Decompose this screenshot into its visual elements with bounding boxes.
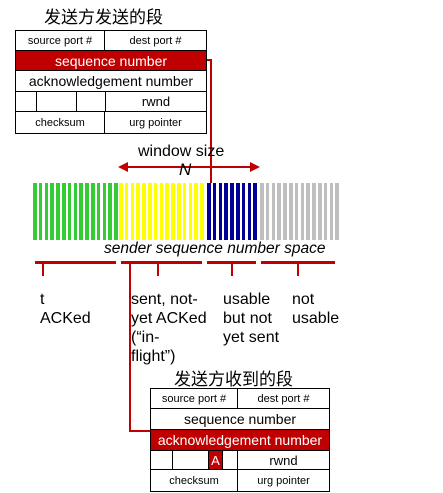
not-usable-bar bbox=[335, 183, 339, 240]
not-usable-bar bbox=[312, 183, 316, 240]
not-usable-bar bbox=[300, 183, 305, 240]
acknowledgement-number-cell: acknowledgement number bbox=[151, 430, 329, 451]
usable-bar bbox=[207, 183, 211, 240]
in-flight-bar bbox=[194, 183, 198, 240]
not-usable-underline bbox=[261, 261, 335, 264]
in-flight-bar bbox=[200, 183, 204, 240]
top-segment-header: source port # dest port # sequence numbe… bbox=[15, 30, 207, 134]
not-usable-bar bbox=[318, 183, 322, 240]
usable-tick bbox=[231, 264, 233, 276]
not-usable-bar bbox=[283, 183, 287, 240]
in-flight-bar bbox=[165, 183, 169, 240]
not-usable-bar bbox=[271, 183, 276, 240]
rwnd-cell: rwnd bbox=[106, 92, 206, 112]
acked-tick bbox=[42, 264, 44, 276]
in-flight-label: sent, not- yet ACKed (“in- flight”) bbox=[131, 291, 207, 365]
window-size-symbol: N bbox=[179, 160, 192, 179]
usable-bar bbox=[241, 183, 246, 240]
sequence-number-cell: sequence number bbox=[151, 409, 329, 430]
in-flight-bar bbox=[188, 183, 193, 240]
in-flight-bar bbox=[130, 183, 135, 240]
checksum-cell: checksum bbox=[16, 112, 105, 133]
not-usable-bar bbox=[260, 183, 264, 240]
window-arrow-left-head bbox=[118, 162, 128, 172]
ack-flag-cell: A bbox=[209, 451, 223, 470]
dest-port-cell: dest port # bbox=[238, 389, 329, 409]
checksum-cell: checksum bbox=[151, 470, 238, 491]
top-segment-title: 发送方发送的段 bbox=[44, 8, 163, 28]
not-usable-bar bbox=[323, 183, 328, 240]
acked-bar bbox=[73, 183, 78, 240]
in-flight-bar bbox=[171, 183, 175, 240]
urg-pointer-cell: urg pointer bbox=[129, 116, 182, 129]
in-flight-underline bbox=[121, 261, 202, 264]
acked-underline bbox=[35, 261, 116, 264]
usable-bar bbox=[212, 183, 217, 240]
not-usable-bar bbox=[306, 183, 310, 240]
sequence-number-cell: sequence number bbox=[16, 51, 206, 71]
usable-bar bbox=[236, 183, 240, 240]
not-usable-label: not usable bbox=[292, 291, 340, 327]
acked-bar bbox=[85, 183, 89, 240]
in-flight-bar bbox=[148, 183, 152, 240]
in-flight-bar bbox=[119, 183, 123, 240]
ack-to-window-line bbox=[129, 262, 150, 432]
usable-bar bbox=[224, 183, 228, 240]
source-port-cell: source port # bbox=[151, 389, 238, 409]
window-arrow-right-head bbox=[250, 162, 260, 172]
in-flight-bar bbox=[136, 183, 140, 240]
not-usable-bar bbox=[294, 183, 299, 240]
acked-bar bbox=[102, 183, 107, 240]
flag-cell bbox=[173, 451, 209, 470]
acked-bar bbox=[62, 183, 66, 240]
usable-bar bbox=[230, 183, 234, 240]
acked-bar bbox=[91, 183, 95, 240]
flag-cell bbox=[151, 451, 173, 470]
usable-bar bbox=[218, 183, 223, 240]
in-flight-tick bbox=[157, 264, 159, 276]
acked-bar bbox=[67, 183, 72, 240]
not-usable-bar bbox=[329, 183, 334, 240]
urg-pointer-cell: urg pointer bbox=[257, 474, 310, 487]
acked-bar bbox=[108, 183, 112, 240]
in-flight-bar bbox=[182, 183, 187, 240]
not-usable-bar bbox=[277, 183, 281, 240]
acked-bar bbox=[56, 183, 60, 240]
usable-bar bbox=[247, 183, 252, 240]
in-flight-bar bbox=[177, 183, 181, 240]
bottom-segment-title: 发送方收到的段 bbox=[174, 370, 293, 390]
acked-bar bbox=[38, 183, 43, 240]
acknowledgement-number-cell: acknowledgement number bbox=[16, 71, 206, 92]
acked-bar bbox=[33, 183, 37, 240]
flag-cell bbox=[77, 92, 106, 112]
in-flight-bar bbox=[124, 183, 129, 240]
acked-label: t ACKed bbox=[40, 291, 91, 327]
source-port-cell: source port # bbox=[16, 31, 105, 51]
window-size-label: window size bbox=[138, 143, 225, 160]
not-usable-tick bbox=[297, 264, 299, 276]
rwnd-cell: rwnd bbox=[238, 451, 329, 470]
usable-label: usable but not yet sent bbox=[223, 291, 280, 346]
sequence-number-space bbox=[33, 183, 339, 240]
flag-cell bbox=[16, 92, 37, 112]
usable-underline bbox=[207, 261, 256, 264]
dest-port-cell: dest port # bbox=[105, 31, 206, 51]
usable-bar bbox=[253, 183, 257, 240]
flag-cell bbox=[37, 92, 77, 112]
acked-bar bbox=[96, 183, 101, 240]
bottom-segment-header: source port # dest port # sequence numbe… bbox=[150, 388, 330, 492]
not-usable-bar bbox=[289, 183, 293, 240]
sequence-space-label: sender sequence number space bbox=[104, 240, 326, 257]
in-flight-bar bbox=[153, 183, 158, 240]
acked-bar bbox=[79, 183, 83, 240]
acked-bar bbox=[114, 183, 118, 240]
in-flight-bar bbox=[142, 183, 146, 240]
acked-bar bbox=[44, 183, 49, 240]
acked-bar bbox=[50, 183, 54, 240]
in-flight-bar bbox=[159, 183, 164, 240]
flag-cell bbox=[223, 451, 238, 470]
not-usable-bar bbox=[265, 183, 270, 240]
